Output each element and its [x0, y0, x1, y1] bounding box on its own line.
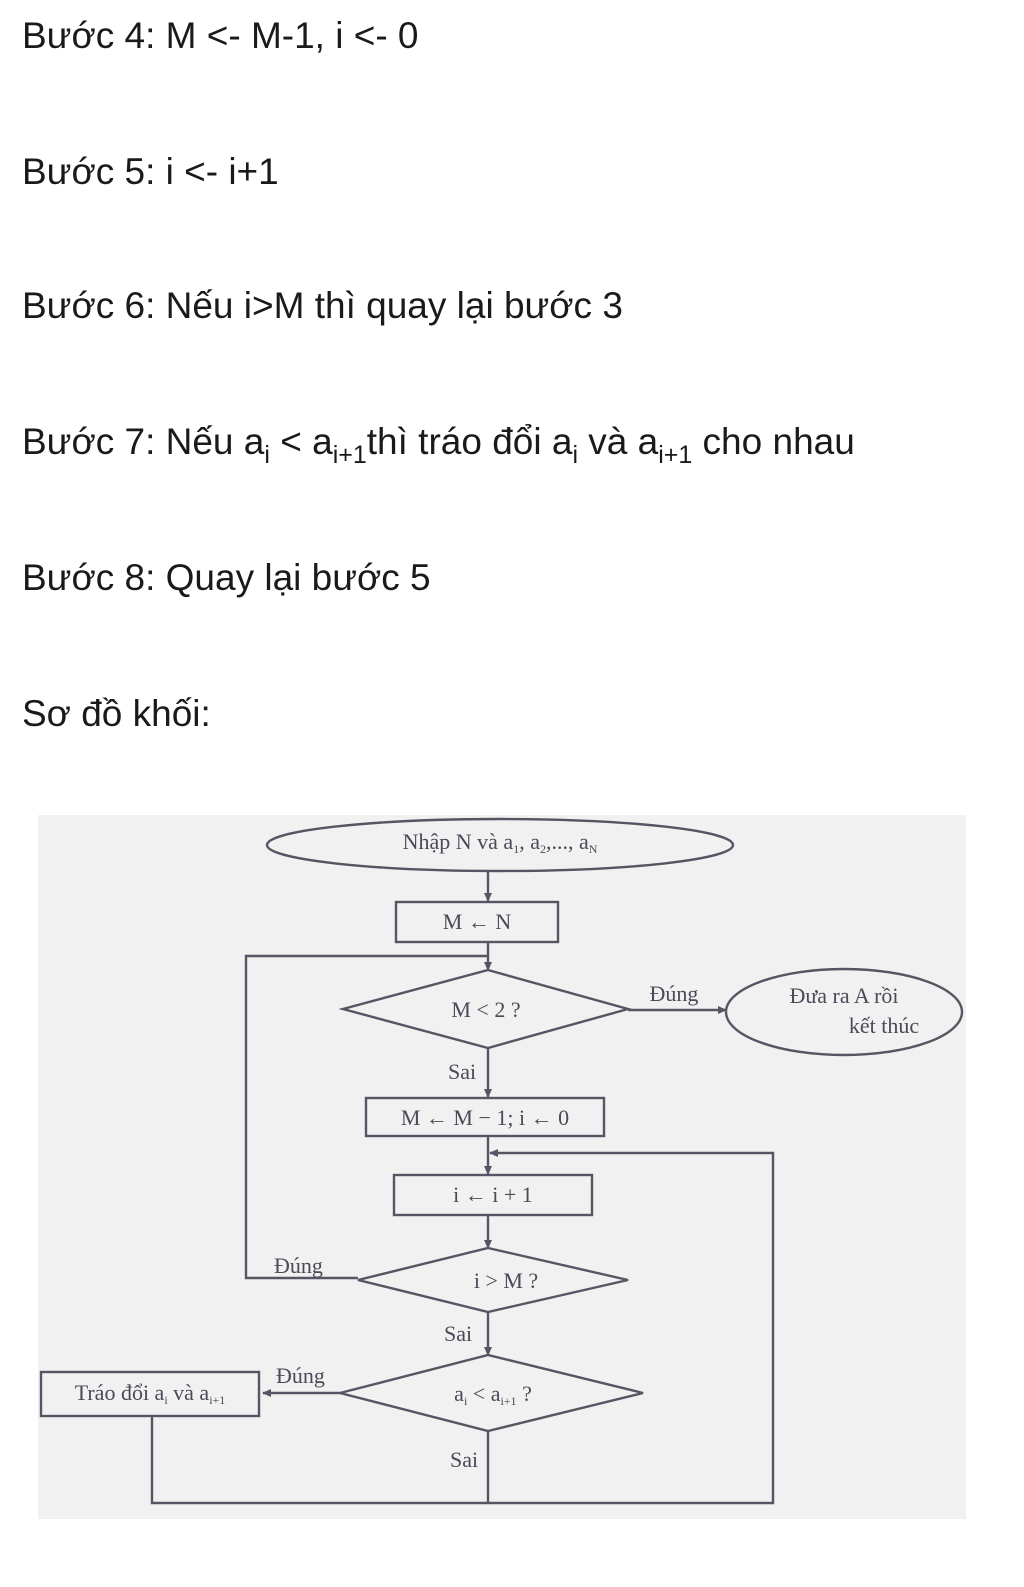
init-label: M ← N	[443, 909, 512, 934]
decrement-box	[364, 1096, 606, 1138]
loop-back-to-increment	[488, 1149, 775, 1505]
cond1-false-label: Sai	[448, 1059, 476, 1084]
step-8-text: Bước 8: Quay lại bước 5	[22, 557, 431, 598]
decision-ai-lt-ai1-label: ai < ai+1 ?	[454, 1381, 532, 1408]
init-box	[394, 900, 560, 944]
step-4-text: Bước 4: M <- M-1, i <- 0	[22, 15, 419, 56]
flowchart-heading: Sơ đồ khối:	[22, 693, 211, 734]
step-7-mid-3: và a	[578, 421, 659, 462]
output-ellipse	[724, 967, 964, 1057]
decision-m-lt-2-label: M < 2 ?	[451, 997, 520, 1022]
step-7-sub-1: i	[264, 441, 270, 469]
step-7-prefix: Bước 7: Nếu a	[22, 421, 265, 462]
loop-back-to-cond1	[244, 954, 488, 1280]
cond3-true-label: Đúng	[276, 1363, 325, 1388]
cond2-true-label: Đúng	[274, 1253, 323, 1278]
decision-i-gt-m-label: i > M ?	[474, 1268, 538, 1293]
input-ellipse	[265, 817, 735, 873]
output-label-line-2: kết thúc	[849, 1013, 919, 1038]
step-7-mid-2: thì tráo đổi a	[366, 421, 573, 462]
swap-label: Tráo đổi ai và ai+1	[75, 1380, 226, 1407]
swap-to-bottom-line	[150, 1416, 488, 1505]
step-5-text: Bước 5: i <- i+1	[22, 151, 279, 192]
cond1-true-label: Đúng	[650, 981, 699, 1006]
step-7-sub-2: i+1	[332, 441, 367, 469]
decrement-label: M ← M − 1; i ← 0	[401, 1105, 569, 1130]
increment-label: i ← i + 1	[453, 1182, 533, 1207]
step-7-mid-1: < a	[269, 421, 333, 462]
step-7-text: Bước 7: Nếu ai < ai+1thì tráo đổi ai và …	[22, 420, 855, 468]
flowchart-image: Nhập N và a1, a2,..., aN M ← N M < 2 ? Đ…	[38, 815, 966, 1519]
flowchart: Nhập N và a1, a2,..., aN M ← N M < 2 ? Đ…	[39, 817, 964, 1505]
step-7-suffix: cho nhau	[692, 421, 855, 462]
output-label-line-1: Đưa ra A rồi	[789, 983, 898, 1008]
step-7-sub-4: i+1	[658, 441, 693, 469]
input-label: Nhập N và a1, a2,..., aN	[403, 829, 598, 856]
step-6-text: Bước 6: Nếu i>M thì quay lại bước 3	[22, 285, 623, 326]
step-7-sub-3: i	[572, 441, 578, 469]
swap-box	[39, 1370, 261, 1418]
increment-box	[392, 1173, 594, 1217]
cond2-false-label: Sai	[444, 1321, 472, 1346]
cond3-false-label: Sai	[450, 1447, 478, 1472]
